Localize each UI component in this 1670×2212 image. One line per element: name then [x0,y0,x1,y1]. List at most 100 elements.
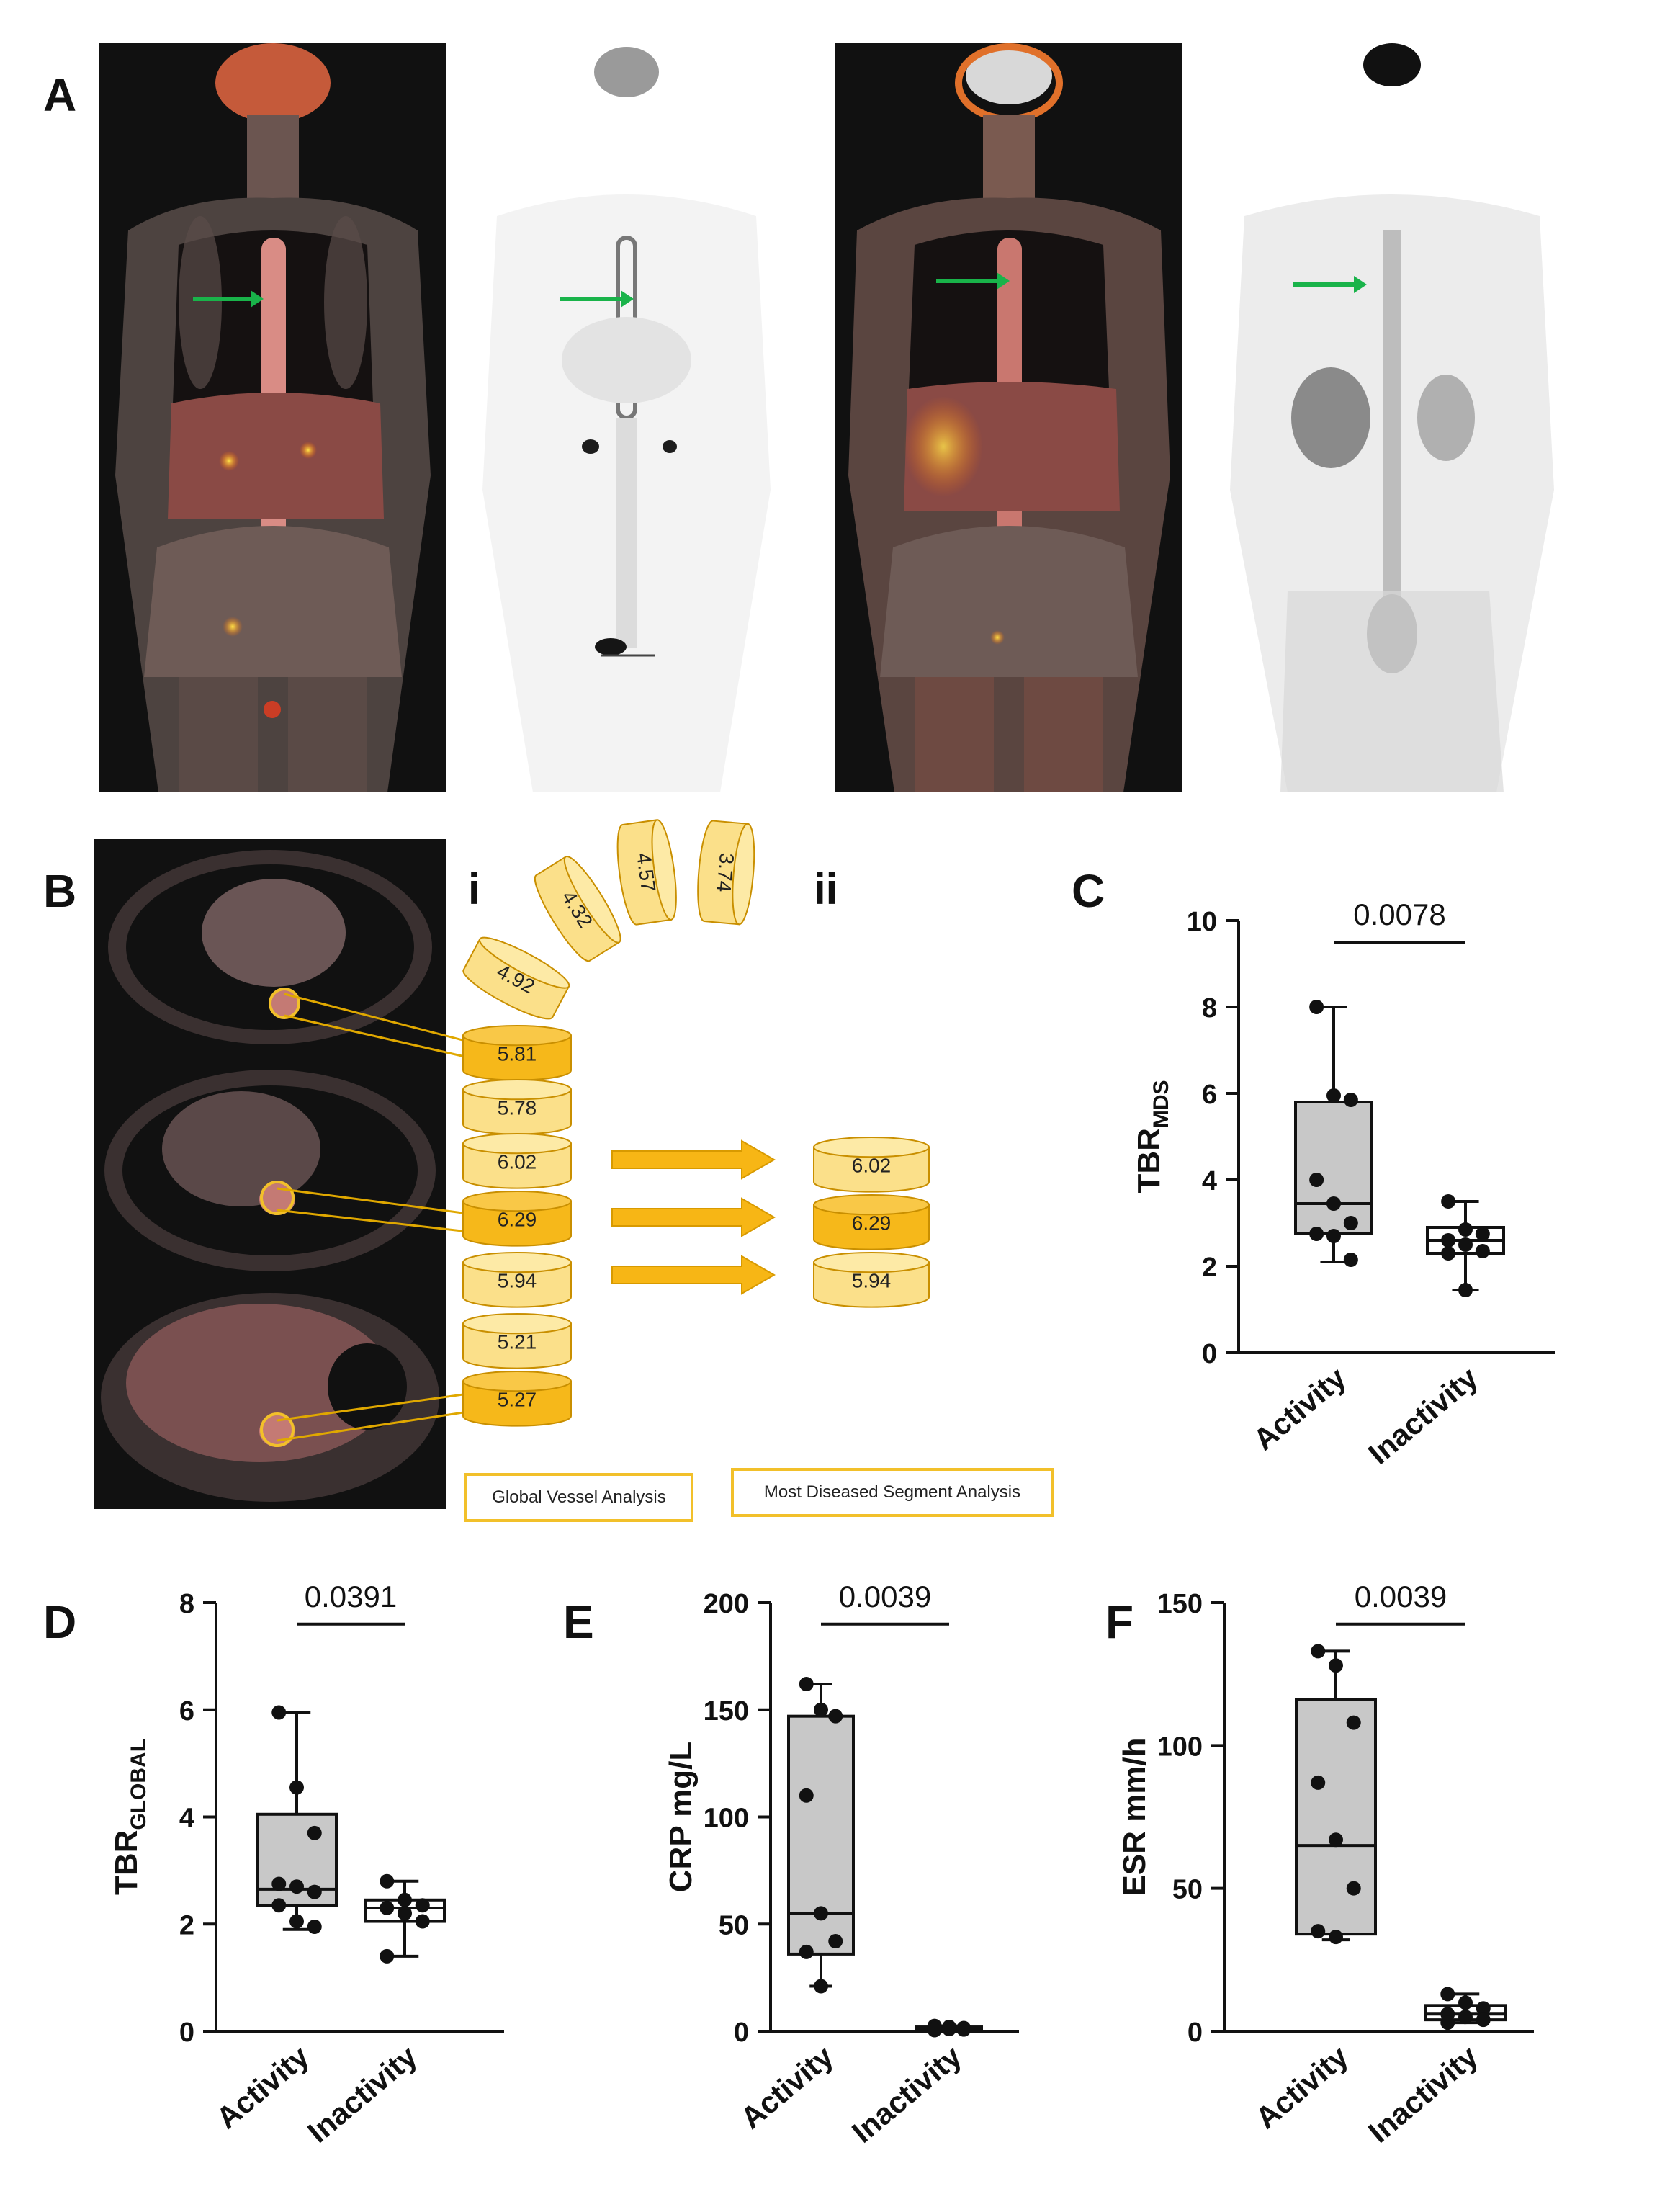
segment-value-label: 6.29 [498,1208,537,1230]
y-axis-label-main: TBR [1131,1128,1167,1193]
segment-body [462,1380,572,1427]
mip-silhouette-image [482,47,771,792]
segment-top [462,1191,572,1212]
panel-label-a: A [43,69,77,121]
data-point [307,1884,322,1899]
stack-segment: 6.29 [462,1191,572,1247]
segment-body [813,1261,930,1308]
box-iqr [1294,1101,1373,1235]
y-axis-label-subscript: GLOBAL [127,1739,151,1830]
segment-body [462,1142,572,1189]
segment-value-label: 5.81 [498,1042,537,1065]
data-point [307,1919,322,1934]
segment-value-label: 5.94 [852,1269,892,1291]
y-tick-label: 6 [1202,1080,1217,1110]
segment-top [813,1252,930,1273]
axial-ct-slices [94,839,446,1509]
segment-value-label: 5.78 [498,1096,537,1119]
x-category-label: Inactivity [1362,2038,1484,2149]
data-point [307,1825,322,1840]
data-point [1346,1715,1361,1730]
orange-arrow-icon [611,1139,776,1180]
arc-segment: 3.74 [697,820,755,926]
segment-top [563,855,621,944]
y-tick-label: 2 [1202,1253,1217,1283]
segment-body [534,856,621,962]
y-tick-label: 150 [704,1696,749,1727]
segment-body [462,1200,572,1247]
data-point [814,1702,828,1717]
segment-top [813,1194,930,1216]
data-point [1311,1644,1326,1659]
data-point [799,1944,814,1959]
data-point [380,1873,395,1889]
stack-segment: 5.78 [462,1079,572,1135]
stack-segment: 5.94 [462,1252,572,1308]
data-point [828,1709,843,1724]
legend-global-vessel-analysis: Global Vessel Analysis [464,1473,693,1522]
y-tick-label: 8 [179,1589,194,1619]
data-point [1475,1227,1490,1241]
data-point [289,1879,304,1894]
segment-top [462,1313,572,1335]
data-point [289,1914,304,1929]
data-point [1475,1244,1490,1258]
axial-slices-image [101,850,439,1502]
pet-mip-scan-active [454,43,799,792]
data-point [1458,1237,1473,1252]
data-point [1440,2015,1455,2030]
arc-segment: 4.57 [616,819,677,926]
y-axis-label: CRP mg/L [663,1742,699,1892]
orange-arrow-icon [611,1255,776,1295]
x-category-label: Activity [1249,2038,1355,2135]
segment-top [462,1133,572,1155]
y-tick-label: 8 [1202,993,1217,1024]
data-point [1326,1196,1341,1211]
data-point [814,1979,828,1994]
segment-body [462,1261,572,1308]
segment-value-label: 6.02 [498,1150,537,1173]
stack-segment: 5.27 [462,1371,572,1427]
data-point [380,1900,395,1915]
data-point [956,2022,971,2037]
data-point [1458,1222,1473,1237]
data-point [1343,1253,1358,1267]
panel-label-b: B [43,865,77,917]
segment-top [651,819,677,921]
panel-label-d: D [43,1596,77,1648]
data-point [828,1934,843,1949]
pet-ct-fused-scan-inactive [835,43,1182,792]
segment-value-label: 5.94 [498,1269,537,1291]
data-point [814,1906,828,1921]
segment-value-label: 4.57 [632,851,660,893]
data-point [1309,1173,1324,1187]
segment-value-label: 3.74 [712,852,738,893]
data-point [1458,1283,1473,1297]
y-axis-label: ESR mm/h [1117,1737,1152,1896]
data-point [1346,1881,1361,1896]
y-tick-label: 0 [1188,2018,1203,2048]
data-point [271,1876,287,1891]
data-point [398,1892,412,1907]
data-point [1476,2001,1491,2016]
arc-segment: 4.32 [534,855,621,962]
segment-top [732,823,755,926]
panel-label-c: C [1072,865,1105,917]
segment-value-label: 5.21 [498,1330,537,1353]
y-tick-label: 50 [719,1910,749,1940]
segment-top [462,1025,572,1047]
segment-top [462,1252,572,1273]
segment-body [462,938,570,1020]
data-point [415,1914,430,1929]
data-point [1441,1246,1456,1261]
green-arrow-icon [936,272,1010,290]
y-tick-label: 10 [1187,907,1217,937]
mip-silhouette-image [1230,43,1554,792]
p-value-label: 0.0391 [305,1580,397,1613]
data-point [1458,2010,1473,2025]
